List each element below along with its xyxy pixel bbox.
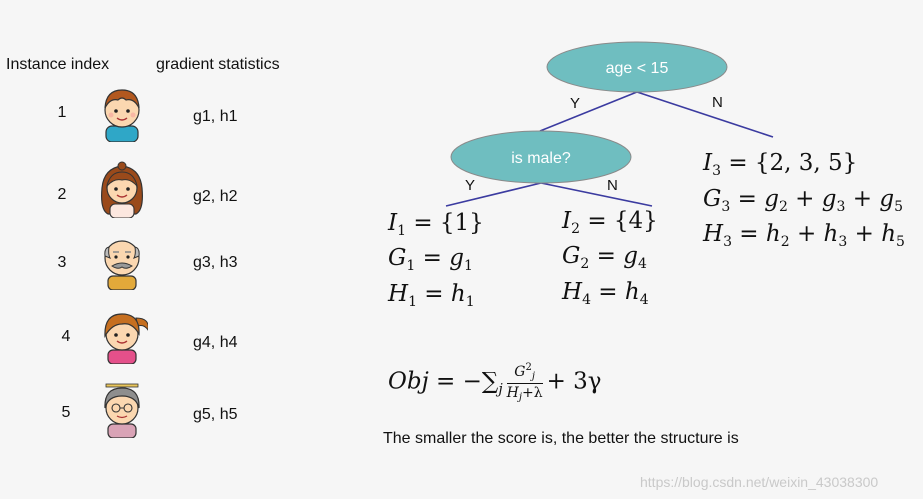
child-yes-edge	[445, 182, 542, 207]
child-no-label: N	[607, 177, 618, 194]
instance-1-stats: g1, h1	[193, 108, 238, 125]
instance-4-stats: g4, h4	[193, 334, 238, 351]
woman-icon	[104, 313, 148, 364]
leaf2-hessian-sum: H4 = h4	[562, 279, 649, 308]
caption: The smaller the score is, the better the…	[383, 430, 739, 447]
root-no-edge	[636, 91, 774, 138]
leaf2-gradient-sum: G2 = g4	[562, 243, 647, 272]
child-no-edge	[540, 182, 653, 207]
child-node-label: is male?	[511, 150, 571, 167]
root-yes-label: Y	[570, 95, 581, 112]
child-yes-label: Y	[465, 177, 476, 194]
leaf3-instance-set: I3 = {2, 3, 5}	[703, 150, 858, 179]
leaf1-gradient-sum: G1 = g1	[388, 245, 473, 274]
leaf3-hessian-sum: H3 = h2 + h3 + h5	[703, 221, 905, 250]
instance-5-index: 5	[61, 404, 71, 421]
instance-index-header: Instance index	[6, 56, 110, 73]
root-no-label: N	[712, 94, 723, 111]
root-node-label: age < 15	[606, 60, 669, 77]
grandpa-icon	[104, 240, 140, 290]
instance-4-index: 4	[61, 328, 71, 345]
child-node	[450, 130, 632, 184]
leaf1-instance-set: I1 = {1}	[388, 210, 484, 239]
instance-2-index: 2	[57, 186, 67, 203]
root-node	[546, 41, 728, 93]
leaf2-instance-set: I2 = {4}	[562, 208, 658, 237]
boy-icon	[104, 89, 140, 142]
girl-icon	[101, 161, 143, 218]
root-yes-edge	[539, 91, 638, 132]
instance-1-index: 1	[57, 104, 67, 121]
instance-3-index: 3	[57, 254, 67, 271]
gradient-statistics-header: gradient statistics	[156, 56, 280, 73]
instance-5-stats: g5, h5	[193, 406, 238, 423]
leaf1-hessian-sum: H1 = h1	[388, 281, 475, 310]
watermark: https://blog.csdn.net/weixin_43038300	[640, 474, 879, 490]
instance-2-stats: g2, h2	[193, 188, 238, 205]
leaf3-gradient-sum: G3 = g2 + g3 + g5	[703, 186, 903, 215]
instance-3-stats: g3, h3	[193, 254, 238, 271]
grandma-icon	[104, 383, 140, 438]
